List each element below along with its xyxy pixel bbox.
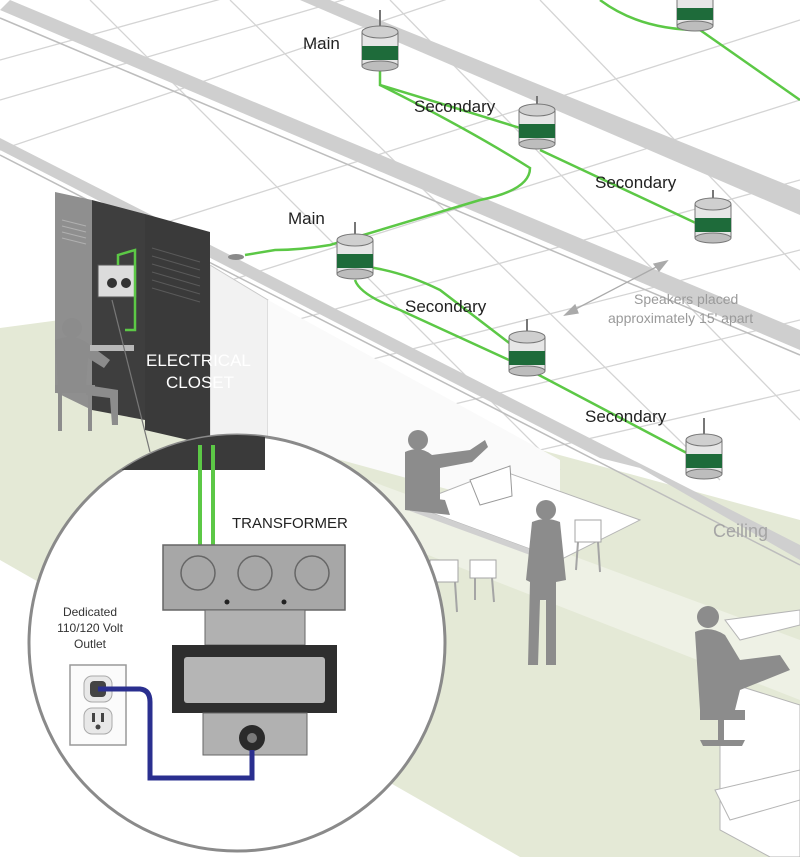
office-furniture <box>408 465 800 857</box>
label-main-mid: Main <box>288 209 325 228</box>
speaker-top-right <box>676 0 714 32</box>
speaker-secondary-1 <box>518 96 556 150</box>
transformer-device <box>162 544 346 756</box>
spacing-arrow <box>563 259 669 316</box>
label-speaker-note-1: Speakers placed <box>634 291 738 307</box>
label-electrical-closet-2: CLOSET <box>166 373 234 392</box>
label-secondary-1: Secondary <box>414 97 496 116</box>
callout-pointer <box>111 299 151 453</box>
label-secondary-3: Secondary <box>405 297 487 316</box>
wall-face <box>268 300 560 520</box>
speaker-secondary-2 <box>694 190 732 244</box>
label-outlet-1: Dedicated <box>63 605 117 619</box>
label-secondary-2: Secondary <box>595 173 677 192</box>
closet-green-wire <box>116 248 137 332</box>
speaker-main-mid <box>336 222 374 280</box>
label-main-top: Main <box>303 34 340 53</box>
label-transformer: TRANSFORMER <box>232 515 348 532</box>
label-outlet-2: 110/120 Volt <box>57 621 124 635</box>
label-electrical-closet-1: ELECTRICAL <box>146 351 251 370</box>
speaker-secondary-3 <box>508 319 546 377</box>
label-outlet-3: Outlet <box>74 637 107 651</box>
wall-outlet <box>69 664 127 746</box>
office-person-seated <box>405 430 488 515</box>
power-cable <box>98 686 255 781</box>
label-ceiling: Ceiling <box>713 521 768 541</box>
office-person-desk <box>695 606 790 746</box>
label-speaker-note-2: approximately 15' apart <box>608 310 753 326</box>
technician-figure <box>55 318 134 431</box>
ceiling-junction <box>228 254 244 260</box>
speaker-secondary-4 <box>685 418 723 480</box>
speaker-main-top <box>361 10 399 72</box>
label-secondary-4: Secondary <box>585 407 667 426</box>
transformer-feed-wires <box>198 445 215 548</box>
office-person-standing <box>526 500 566 665</box>
